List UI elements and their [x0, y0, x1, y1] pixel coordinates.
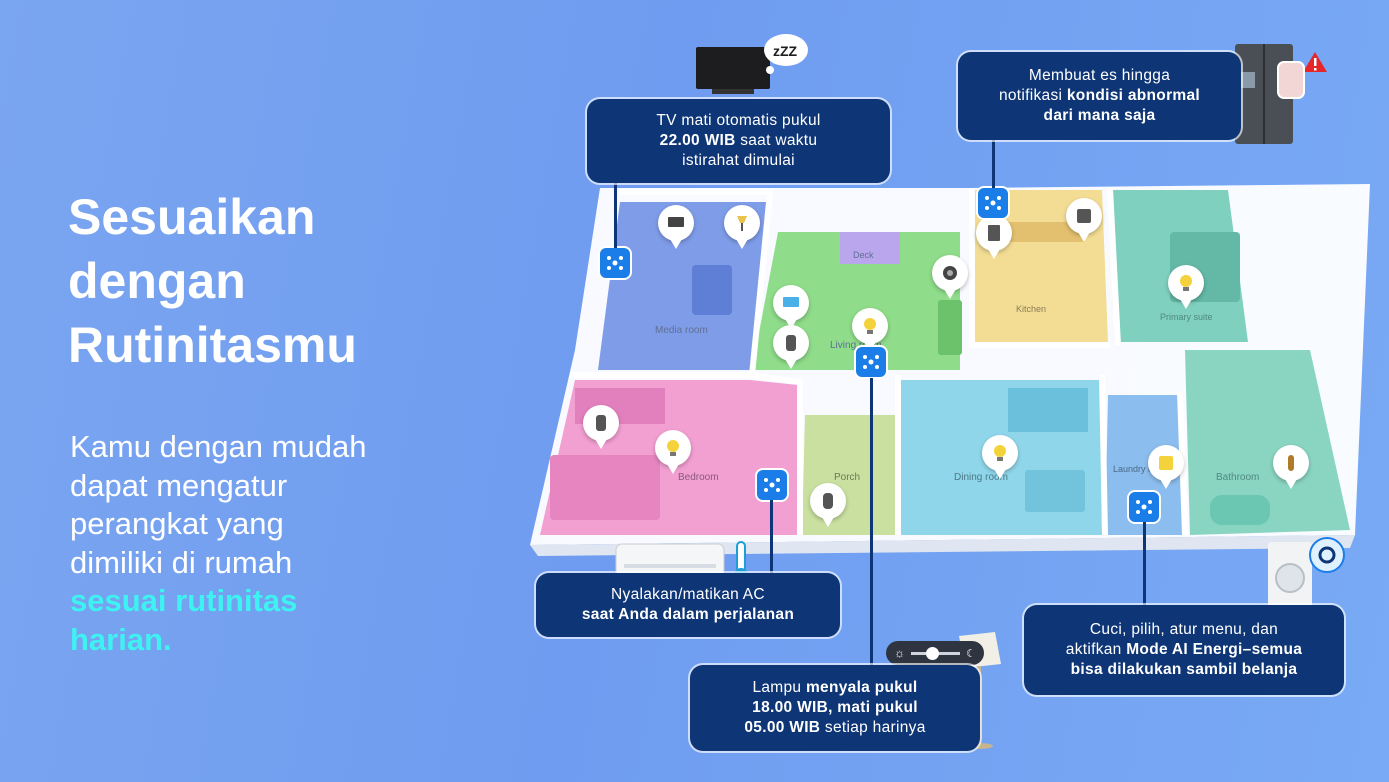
room-label-bedroom: Bedroom	[678, 472, 719, 483]
tv-callout-line3: istirahat dimulai	[682, 152, 795, 169]
bedroom-light-pin[interactable]	[655, 430, 691, 474]
media-sofa	[692, 265, 732, 315]
fridge-callout-line2: notifikasi	[998, 87, 1067, 104]
ai-energy-icon	[1309, 537, 1345, 573]
washer-callout: Cuci, pilih, atur menu, dan aktifkan Mod…	[1024, 605, 1344, 695]
ac-callout-line1: Nyalakan/matikan AC	[611, 586, 765, 603]
fridge-callout: Membuat es hingga notifikasi kondisi abn…	[958, 52, 1241, 140]
room-label-bathroom: Bathroom	[1216, 472, 1259, 483]
ac-callout-line2: saat Anda dalam perjalanan	[581, 606, 795, 623]
headline-line-3: Rutinitasmu	[68, 317, 357, 373]
tv-icon	[696, 47, 770, 94]
slider-track	[911, 646, 961, 660]
washer-icon	[1268, 542, 1312, 608]
fridge-callout-line3: dari mana saja	[1043, 107, 1156, 124]
bathtub	[1210, 495, 1270, 525]
lamp-callout-line2: 18.00 WIB, mati pukul	[752, 699, 918, 716]
media-room-floor	[598, 202, 768, 370]
lamp-connector	[870, 378, 873, 666]
sun-icon: ☼	[894, 646, 905, 660]
room-label-living: Living room	[830, 340, 882, 351]
washer-callout-bold: Mode AI Energi–semua	[1126, 641, 1303, 658]
living-sofa	[938, 300, 962, 355]
washer-callout-line2: aktifkan	[1065, 641, 1127, 658]
tv-callout-line1: TV mati otomatis pukul	[656, 112, 821, 129]
svg-text:zZZ: zZZ	[773, 43, 798, 59]
moon-icon: ☾	[966, 647, 976, 660]
description-line-2: dapat mengatur	[70, 467, 288, 503]
description: Kamu dengan mudah dapat mengatur perangk…	[70, 428, 490, 659]
lamp-callout-line1-bold: menyala pukul	[805, 679, 918, 696]
lamp-callout-line3-bold: 05.00 WIB	[744, 719, 821, 736]
tv-callout: TV mati otomatis pukul 22.00 WIB saat wa…	[587, 99, 890, 183]
lamp-callout-line3: setiap harinya	[820, 719, 926, 736]
bathroom-pin[interactable]	[1273, 445, 1309, 489]
description-line-1: Kamu dengan mudah	[70, 429, 367, 464]
kitchen-fridge-pin[interactable]	[976, 215, 1012, 259]
fridge-callout-line1: Membuat es hingga	[1028, 67, 1171, 84]
room-label-primary: Primary suite	[1160, 312, 1213, 322]
oven-pin[interactable]	[1066, 198, 1102, 242]
dining-light-pin[interactable]	[982, 435, 1018, 479]
display-pin[interactable]	[658, 205, 694, 249]
lamp-callout: Lampu menyala pukul 18.00 WIB, mati puku…	[690, 665, 980, 751]
living-light-pin[interactable]	[852, 308, 888, 352]
kitchen-counter	[1005, 222, 1085, 242]
headline: Sesuaikan dengan Rutinitasmu	[68, 185, 488, 377]
suite-light-pin[interactable]	[1168, 265, 1204, 309]
dining-shelf	[1008, 388, 1088, 432]
headline-line-2: dengan	[68, 253, 246, 309]
camera-pin[interactable]	[932, 255, 968, 299]
deck	[840, 232, 900, 264]
room-label-kitchen: Kitchen	[1016, 304, 1046, 314]
ac-connector	[770, 500, 773, 574]
headline-line-1: Sesuaikan	[68, 189, 316, 245]
floor-plan-illustration: Media room Deck Living room Kitchen Prim…	[530, 184, 1370, 556]
hub-icon-laundry[interactable]	[1127, 490, 1161, 524]
washer-callout-line3: bisa dilakukan sambil belanja	[1070, 661, 1298, 678]
brightness-slider[interactable]: ☼ ☾	[886, 641, 984, 665]
description-line-4: dimiliki di rumah	[70, 544, 293, 580]
laundry-washer-pin[interactable]	[1148, 445, 1184, 489]
porch-doorbell-pin[interactable]	[810, 483, 846, 527]
slider-knob[interactable]	[925, 646, 939, 660]
bathroom-floor	[1185, 350, 1350, 535]
dining-table	[1025, 470, 1085, 512]
tv-pin[interactable]	[773, 285, 809, 329]
ice-bag-icon	[1277, 61, 1305, 99]
sleep-icon: zZZ	[764, 34, 808, 74]
highlight-line-2: harian.	[70, 621, 172, 657]
hub-icon-bedroom[interactable]	[755, 468, 789, 502]
room-label-media: Media room	[655, 325, 708, 336]
laundry-floor	[1105, 395, 1185, 535]
lamp-callout-line1: Lampu	[752, 679, 806, 696]
room-label-deck: Deck	[853, 250, 874, 260]
room-label-porch: Porch	[834, 472, 860, 483]
hub-icon-living[interactable]	[854, 345, 888, 379]
hub-icon-kitchen[interactable]	[976, 186, 1010, 220]
lamp-pin[interactable]	[724, 205, 760, 249]
washer-callout-line1: Cuci, pilih, atur menu, dan	[1089, 621, 1279, 638]
alert-icon	[1303, 52, 1327, 72]
fridge-callout-bold: kondisi abnormal	[1066, 87, 1201, 104]
highlight-line-1: sesuai rutinitas	[70, 583, 298, 618]
tv-connector	[614, 183, 617, 248]
room-label-laundry: Laundry room	[1113, 464, 1169, 474]
tv-callout-time: 22.00 WIB	[659, 132, 736, 149]
hub-icon-media[interactable]	[598, 246, 632, 280]
fridge-connector	[992, 140, 995, 188]
room-label-dining: Dining room	[954, 472, 1008, 483]
bedroom-speaker-pin[interactable]	[583, 405, 619, 449]
washer-connector	[1143, 522, 1146, 606]
bedroom-bed	[550, 455, 660, 520]
description-line-3: perangkat yang	[70, 506, 284, 541]
ac-callout: Nyalakan/matikan AC saat Anda dalam perj…	[536, 573, 840, 637]
tv-callout-line2: saat waktu	[735, 132, 818, 149]
speaker-pin[interactable]	[773, 325, 809, 369]
